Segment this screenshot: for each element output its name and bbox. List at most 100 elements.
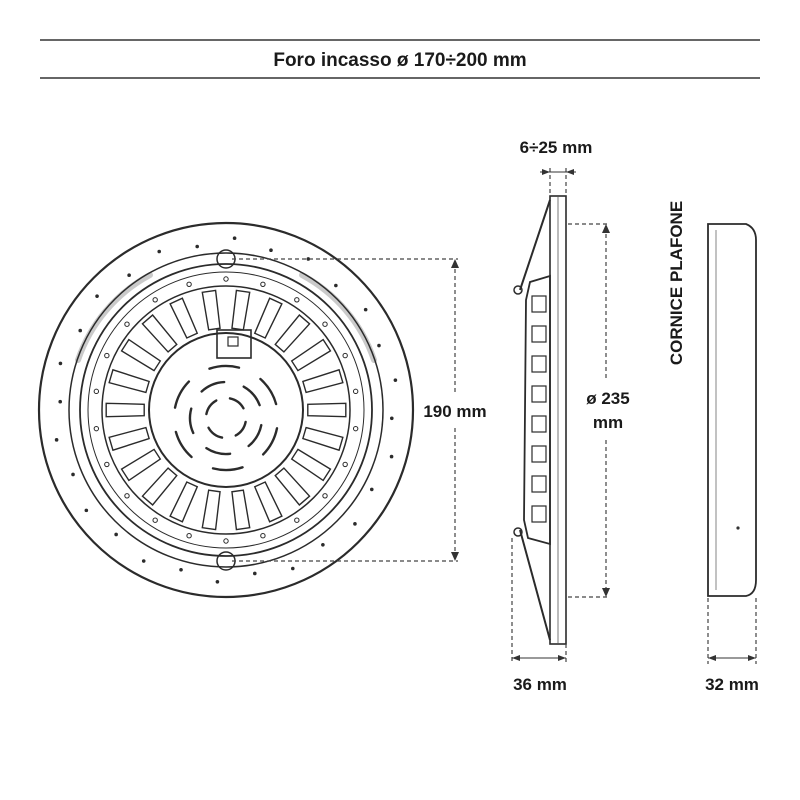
ceiling-view: CORNICE PLAFONE 32 mm (667, 201, 759, 694)
trim-hole (377, 343, 381, 348)
heatsink-fin (231, 289, 251, 331)
trim-hole (157, 249, 162, 254)
housing-bolt (322, 493, 328, 499)
vent-arc (211, 466, 244, 472)
center-vent-arcs (173, 364, 279, 472)
header-title: Foro incasso ø 170÷200 mm (273, 50, 526, 71)
housing-bolt (186, 532, 192, 539)
trim-hole (84, 508, 89, 513)
side-rib (531, 325, 547, 343)
spring-clip-top (519, 199, 551, 291)
trim-hole (58, 399, 63, 404)
vent-arc (259, 377, 278, 406)
side-view: 6÷25 mm ø 235 mm 36 mm (511, 138, 630, 694)
side-body (523, 274, 551, 546)
dim-6-25-label: 6÷25 mm (520, 138, 593, 157)
side-rib (531, 445, 547, 463)
housing-bolt (104, 352, 110, 359)
trim-hole (389, 416, 394, 421)
heatsink-fin (231, 489, 251, 531)
housing-bolt (104, 461, 110, 468)
trim-hole (334, 283, 338, 288)
mounting-slot-left (75, 272, 153, 363)
dim-36-label: 36 mm (513, 675, 567, 694)
vent-arc (205, 446, 232, 456)
mounting-holes (54, 236, 398, 584)
trim-hole (127, 273, 131, 278)
heatsink-fin (274, 467, 311, 506)
housing-bolt (342, 352, 348, 359)
heatsink-fin (290, 338, 332, 372)
heatsink-fin (302, 426, 344, 452)
trim-hole (306, 257, 311, 261)
trim-hole (369, 487, 374, 492)
vent-arc (242, 385, 261, 407)
dim-235-label-line1: ø 235 (586, 389, 629, 408)
dim-32-arrow-right (748, 655, 756, 661)
housing-bolt (124, 493, 130, 499)
clip-pivot-top (513, 285, 523, 295)
trim-hole (114, 532, 118, 537)
side-rib (531, 355, 547, 373)
trim-hole (215, 579, 220, 584)
dim-6-25-arrow-left (542, 169, 550, 175)
housing-ring-inner (87, 271, 365, 549)
housing-bolt (223, 276, 229, 282)
dim-190-label: 190 mm (423, 402, 486, 421)
side-rib (531, 295, 547, 313)
dim-36-arrow-left (512, 655, 520, 661)
vent-arc (234, 420, 247, 437)
dim-190-arrow-up (451, 259, 459, 268)
side-rib (531, 475, 547, 493)
heatsink-fin (274, 314, 311, 353)
clip-pivot-bottom (513, 527, 523, 537)
heatsink-fin (169, 481, 199, 523)
vent-arc (188, 407, 195, 435)
housing-bolt (223, 538, 229, 544)
heatsink-fin (169, 297, 199, 339)
housing-bolt (260, 281, 266, 288)
driver-block (216, 329, 252, 359)
heatsink-fin (253, 297, 283, 339)
trim-hole (290, 566, 295, 571)
mounting-slot-right (299, 272, 377, 363)
housing-bolt (342, 461, 348, 468)
heatsink-fin (120, 338, 162, 372)
vent-arc (261, 427, 279, 456)
dim-190-arrow-down (451, 552, 459, 561)
housing-bolt (352, 425, 359, 432)
trim-hole (232, 236, 237, 241)
side-rib (531, 415, 547, 433)
spring-clip-bottom (519, 529, 551, 641)
housing-bolt (93, 425, 100, 432)
trim-hole (393, 378, 398, 382)
trim-hole (253, 571, 257, 576)
heatsink-fin (108, 426, 150, 452)
heatsink-fin (290, 448, 332, 482)
dim-32-label: 32 mm (705, 675, 759, 694)
housing-bolt (260, 532, 266, 539)
side-rib (531, 385, 547, 403)
housing-bolt (294, 297, 300, 303)
trim-hole (353, 522, 357, 526)
heatsink-fin (201, 289, 221, 331)
front-view: 190 mm (37, 221, 487, 599)
side-rib (531, 505, 547, 523)
heatsink-fin (141, 314, 178, 353)
housing-bolt (124, 321, 130, 327)
dim-32-arrow-left (708, 655, 716, 661)
heatsink-fin (108, 368, 150, 394)
driver-block-connector (227, 336, 239, 347)
heatsink-fin (120, 448, 162, 482)
heatsink-fin (302, 368, 344, 394)
trim-hole (54, 438, 59, 442)
vent-arc (207, 426, 224, 439)
housing-bolt (152, 517, 158, 523)
trim-hole (71, 472, 75, 477)
dim-6-25-arrow-right (566, 169, 574, 175)
trim-hole (141, 559, 146, 563)
vent-arc (208, 364, 241, 370)
trim-hole (195, 244, 199, 249)
trim-hole (95, 294, 99, 298)
